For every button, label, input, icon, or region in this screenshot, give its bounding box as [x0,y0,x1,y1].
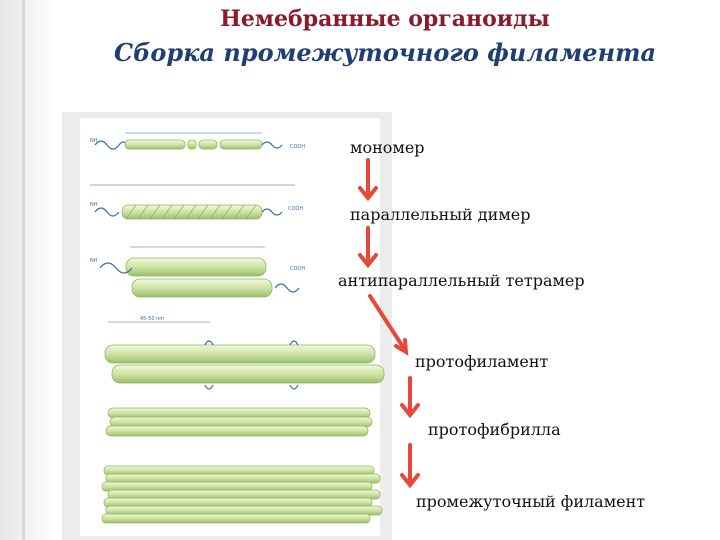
protofibril-drawing [105,407,373,437]
step-label-intermediate-filament: промежуточный филамент [416,492,646,511]
svg-text:NH: NH [90,138,98,144]
slide-left-edge [0,0,58,540]
step-label-parallel-dimer: параллельный димер [350,205,531,224]
svg-text:COOH: COOH [290,266,305,272]
down-arrow-icon [358,226,378,269]
slide-title: Немебранные органоиды [220,6,550,32]
step-label-protofilament: протофиламент [415,352,549,371]
tetramer-drawing: NH COOH [90,246,305,298]
svg-text:COOH: COOH [288,206,303,212]
down-arrow-icon [368,294,409,356]
step-label-antiparallel-tetramer: антипараллельный тетрамер [338,271,585,290]
monomer-drawing: NH COOH [90,132,305,150]
step-label-protofibril: протофибрилла [428,420,561,439]
svg-text:45-50 nm: 45-50 nm [140,316,164,322]
svg-text:NH: NH [90,202,98,208]
intermediate-filament-drawing [101,465,383,524]
down-arrow-icon [400,443,420,489]
down-arrow-icon [400,376,420,419]
slide-edge-line [22,0,25,540]
svg-text:NH: NH [90,258,98,264]
protofilament-drawing: 45-50 nm [104,316,385,390]
down-arrow-icon [358,158,378,202]
parallel-dimer-drawing: NH COOH [90,202,303,220]
svg-text:COOH: COOH [290,144,305,150]
step-label-monomer: мономер [350,138,425,157]
slide-subtitle: Сборка промежуточного филамента [113,38,657,67]
